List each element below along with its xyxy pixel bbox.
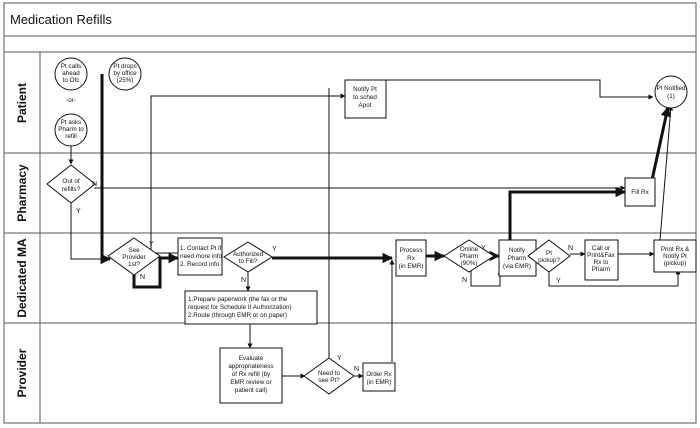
need-to-see-n-label: N: [354, 366, 359, 373]
or-text: -or-: [66, 97, 76, 104]
out-of-refills-y-label: Y: [76, 208, 81, 215]
need-to-see-y-label: Y: [337, 355, 342, 362]
pt-pickup-y-label: Y: [556, 278, 561, 285]
connector-lines: [68, 74, 681, 379]
start-pt-asks-pharm-circle: [54, 113, 88, 147]
authorized-y-label: Y: [272, 246, 277, 253]
evaluate-appropriateness-box: [219, 347, 283, 404]
see-provider-first-diamond: [107, 237, 161, 276]
lane-label-provider: Provider: [15, 348, 29, 397]
contact-pt-box: [177, 237, 223, 276]
order-rx-box: [362, 362, 396, 392]
authorized-to-fill-diamond: [223, 241, 273, 273]
authorized-n-label: N: [241, 277, 246, 284]
lane-label-patient: Patient: [15, 83, 29, 123]
pt-pickup-n-label: N: [568, 245, 573, 252]
need-to-see-pt-diamond: [303, 357, 355, 395]
lane-label-pharmacy: Pharmacy: [15, 164, 29, 222]
diagram-frame: [3, 2, 697, 424]
online-pharm-n-label: N: [462, 277, 467, 284]
prepare-paperwork-box: [184, 290, 318, 325]
fill-rx-box: [624, 177, 656, 207]
call-or-print-fax-box: [584, 239, 619, 281]
pt-notified-text: Pt Notified(1): [656, 85, 686, 100]
see-provider-n-label: N: [140, 274, 145, 281]
order-rx-text: Order Rx(in EMR): [366, 371, 392, 386]
print-rx-notify-text: Print Rx &Notify Pt(pickup): [661, 246, 690, 267]
out-of-refills-n-label: N: [92, 181, 97, 188]
print-rx-notify-box-visible: [653, 239, 697, 273]
process-rx-box: [395, 239, 427, 277]
online-pharm-diamond: [443, 239, 495, 273]
lane-label-dedicated-ma: Dedicated MA: [15, 238, 29, 318]
fill-rx-text: Fill Rx: [631, 189, 649, 196]
notify-pt-to-sched-box: [344, 79, 387, 119]
out-of-refills-diamond: [46, 164, 96, 204]
page-title: Medication Refills: [10, 12, 112, 27]
see-provider-y-label: Y: [149, 241, 154, 248]
end-pt-notified-circle: [654, 75, 688, 109]
online-pharm-y-label: Y: [481, 245, 486, 252]
start-pt-drops-by-circle: [108, 57, 142, 91]
start-pt-calls-circle: [54, 57, 88, 91]
pt-pickup-diamond: [527, 239, 571, 273]
